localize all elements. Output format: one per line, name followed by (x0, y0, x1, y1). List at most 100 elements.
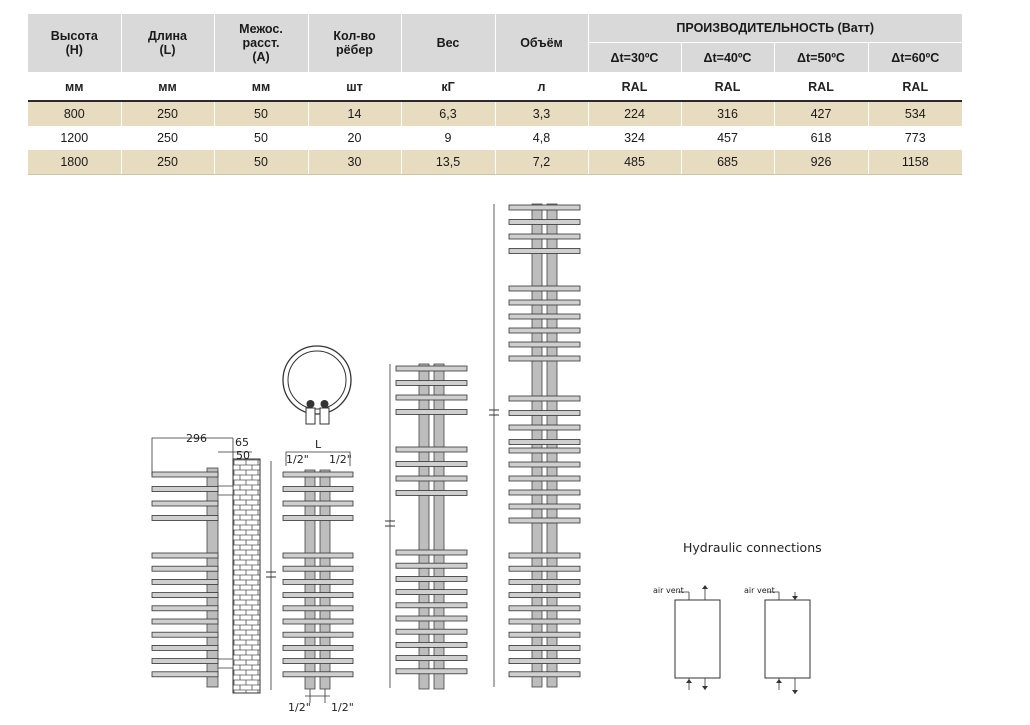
header-performance: ПРОИЗВОДИТЕЛЬНОСТЬ (Ватт) (588, 14, 963, 43)
unit-cell: мм (214, 72, 309, 101)
front-view-small: L 1/2" 1/2" 1/2" 1/2" (266, 438, 354, 714)
header-height: Высота(H) (28, 14, 122, 73)
heating-bar (282, 592, 354, 598)
arrow-up-icon (776, 679, 782, 683)
heating-bar (508, 503, 581, 510)
heating-bar (508, 439, 581, 445)
table-cell: 7,2 (495, 150, 589, 175)
heating-bar (151, 486, 219, 492)
heating-bar (508, 631, 581, 638)
front-view-large (489, 203, 581, 688)
ring-pipe-left (306, 400, 315, 408)
table-cell: 773 (868, 126, 963, 150)
hydraulic-diagram-right: air vent (744, 586, 811, 694)
table-cell: 13,5 (401, 150, 496, 175)
heating-bar (508, 618, 581, 625)
heating-bar (282, 552, 354, 559)
spec-table: Высота(H) Длина(L) Межос.расст.(A) Кол-в… (28, 14, 963, 175)
heating-bar (395, 380, 468, 386)
unit-cell: RAL (588, 72, 682, 101)
arrow-up-icon (702, 585, 708, 589)
table-cell: 926 (774, 150, 869, 175)
heating-bar (508, 355, 581, 362)
heating-bar (395, 642, 468, 648)
unit-cell: RAL (681, 72, 775, 101)
mid-bars (395, 365, 468, 675)
heating-bar (395, 628, 468, 635)
collector-left (418, 363, 430, 690)
heating-bar (151, 645, 219, 651)
heating-bar (508, 671, 581, 678)
big-bars (508, 204, 581, 678)
dim-L-label: L (315, 438, 322, 451)
heating-bar (508, 447, 581, 454)
heating-bar (508, 395, 581, 402)
table-cell: 30 (308, 150, 402, 175)
heating-bar (151, 515, 219, 521)
dim-65-label: 65 (235, 436, 249, 449)
table-cell: 485 (588, 150, 682, 175)
table-cell: 50 (214, 100, 309, 126)
unit-cell: л (495, 72, 589, 101)
unit-cell: мм (28, 72, 122, 101)
header-length: Длина(L) (121, 14, 215, 73)
wall-bracket-top (217, 485, 234, 496)
heating-bar (282, 471, 354, 478)
table-cell: 250 (121, 126, 215, 150)
heating-bar (508, 475, 581, 482)
heating-bar (395, 446, 468, 453)
table-cell: 618 (774, 126, 869, 150)
front-view-medium (385, 363, 468, 690)
side-bars (151, 471, 219, 678)
break-mark (385, 520, 395, 527)
heating-bar (395, 615, 468, 622)
heating-bar (508, 645, 581, 651)
ring-inner (287, 350, 347, 410)
heating-bar (151, 565, 219, 572)
unit-cell: кГ (401, 72, 496, 101)
ring-pipe-right (320, 400, 329, 408)
table-cell: 9 (401, 126, 496, 150)
table-cell: 14 (308, 100, 402, 126)
heating-bar (282, 618, 354, 625)
conn-top-left-label: 1/2" (286, 453, 309, 466)
heating-bar (282, 645, 354, 651)
heating-bar (508, 285, 581, 292)
heating-bar (508, 565, 581, 572)
table-row: 1200 250 50 20 9 4,8 324 457 618 773 (28, 126, 963, 150)
heating-bar (282, 579, 354, 585)
header-delta-40: Δt=40ºC (681, 42, 775, 73)
heating-bar (395, 475, 468, 482)
conn-bottom-right-label: 1/2" (331, 701, 354, 714)
bottom-connection-lines (305, 689, 330, 703)
heating-bar (395, 365, 468, 372)
table-cell: 457 (681, 126, 775, 150)
heating-bar (508, 658, 581, 664)
header-delta-60: Δt=60ºC (868, 42, 963, 73)
table-row: 1800 250 50 30 13,5 7,2 485 685 926 1158 (28, 150, 963, 175)
header-volume: Объём (495, 14, 589, 73)
dim-50-label: 50 (236, 449, 250, 462)
table-cell: 427 (774, 100, 869, 126)
side-collector (206, 467, 219, 688)
heating-bar (395, 589, 468, 595)
arrow-up-icon (686, 679, 692, 683)
front-bars (282, 471, 354, 678)
header-weight: Вес (401, 14, 496, 73)
unit-cell: мм (121, 72, 215, 101)
heating-bar (508, 424, 581, 431)
header-delta-50: Δt=50ºC (774, 42, 869, 73)
heating-bar (508, 489, 581, 496)
table-cell: 6,3 (401, 100, 496, 126)
heating-bar (508, 299, 581, 306)
break-mark (266, 571, 276, 578)
heating-bar (508, 248, 581, 254)
heating-bar (395, 668, 468, 675)
heating-bar (395, 602, 468, 609)
wall-bracket-bottom (217, 658, 234, 669)
table-cell: 250 (121, 100, 215, 126)
heating-bar (282, 565, 354, 572)
collector-left (531, 203, 543, 688)
ring-connector-left (305, 407, 316, 425)
